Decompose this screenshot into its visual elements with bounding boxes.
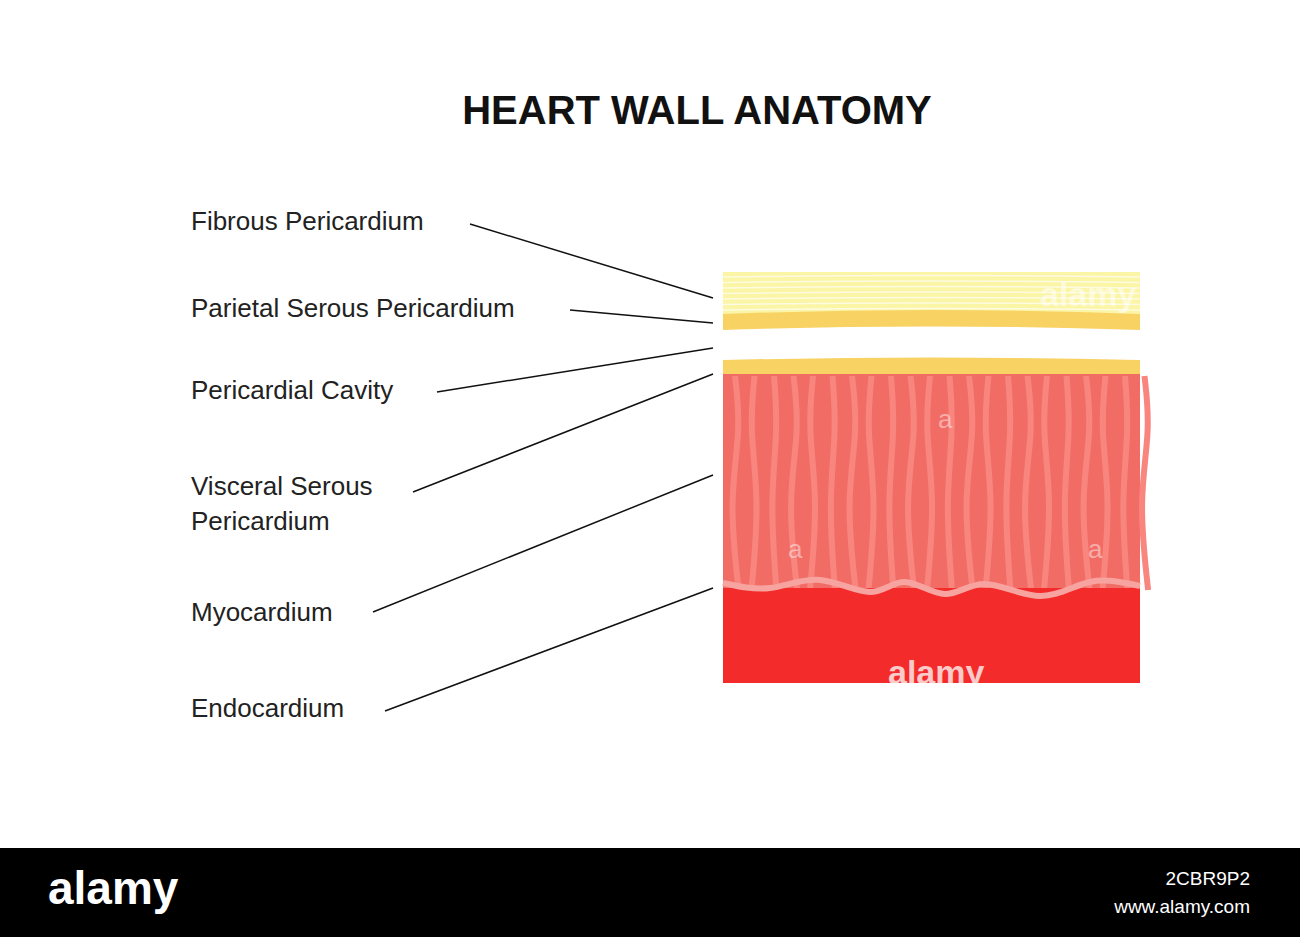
leader-line [385,588,713,711]
myocardium-layer [723,374,1140,590]
visceral-layer [723,358,1140,377]
leader-line [437,348,713,392]
muscle-fibre [1142,376,1148,590]
website: www.alamy.com [1050,894,1250,919]
layer-label: Fibrous Pericardium [191,204,491,238]
layer-label: Parietal Serous Pericardium [191,291,591,325]
muscle-fibre [927,376,932,590]
muscle-fibre [1103,376,1108,590]
watermark: alamy [1040,272,1150,316]
layer-label: Endocardium [191,691,491,725]
watermark: alamy [888,650,1018,694]
image-id: 2CBR9P2 [1050,866,1250,891]
muscle-fibre [772,376,776,590]
leader-line [570,310,713,323]
layer-label: Myocardium [191,595,491,629]
endocardium-border [723,580,1140,596]
muscle-fibre [733,376,739,590]
muscle-fibre [1006,376,1010,590]
muscle-fibres [733,376,1149,590]
layer-label: Visceral Serous Pericardium [191,469,406,539]
muscle-fibre [1123,376,1127,590]
watermark: a [938,402,968,436]
muscle-fibre [986,376,991,590]
watermark-logo: alamy [48,858,248,918]
muscle-fibre [752,376,757,590]
leader-line [470,224,713,298]
muscle-fibre [1025,376,1031,590]
scalloped-line [723,580,1140,596]
muscle-fibre [889,376,893,590]
leader-line [413,374,713,492]
muscle-fibre [831,376,835,590]
watermark-bar [0,848,1300,937]
muscle-fibre [908,376,914,590]
watermark: a [788,532,818,566]
muscle-fibre [1044,376,1049,590]
muscle-fibre [967,376,973,590]
diagram-title: HEART WALL ANATOMY [397,86,997,134]
muscle-fibre [1065,376,1069,590]
muscle-fibre [810,376,815,590]
muscle-fibre [869,376,874,590]
layer-label: Pericardial Cavity [191,373,491,407]
leader-line [373,475,713,612]
watermark: a [1088,532,1118,566]
muscle-fibre [850,376,856,590]
